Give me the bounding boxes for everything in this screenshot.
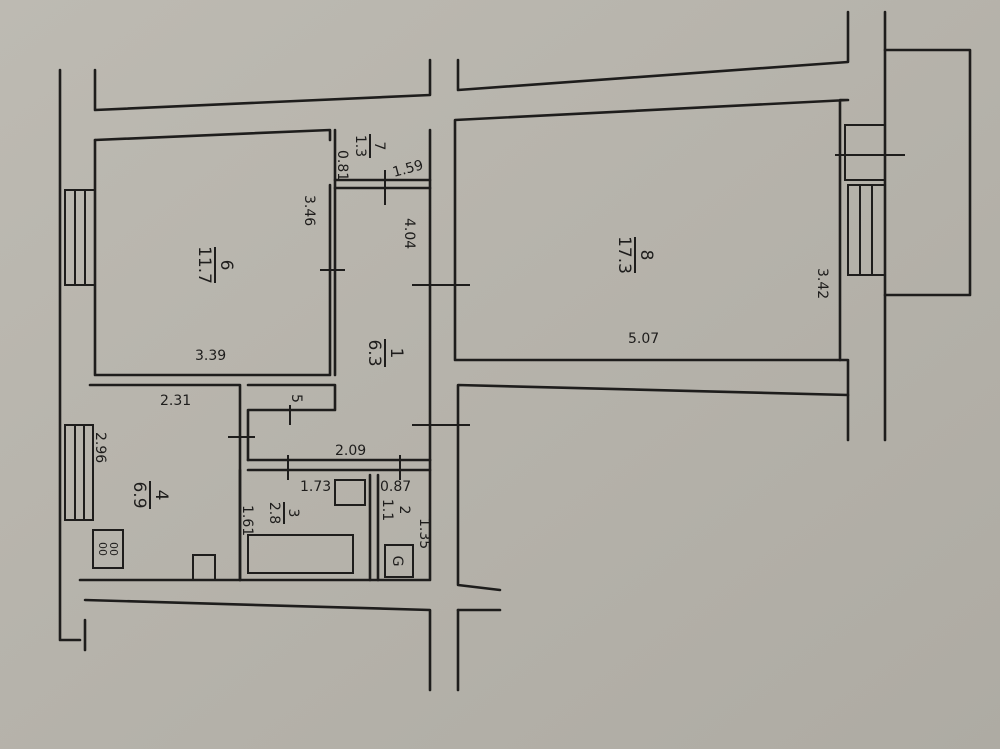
room-number: 4 <box>151 490 171 501</box>
dim-3-42: 3.42 <box>814 268 830 299</box>
windows <box>64 124 886 521</box>
dim-1-61: 1.61 <box>239 505 255 536</box>
bathtub-icon <box>247 534 354 574</box>
dim-1-73: 1.73 <box>300 479 331 495</box>
room-number: 3 <box>285 509 301 518</box>
room-number: 8 <box>636 250 656 261</box>
outer-walls <box>58 10 972 692</box>
room-6-label: 6 11.7 <box>194 246 236 284</box>
dim-1-59: 1.59 <box>391 157 425 181</box>
dimension-labels: 0.81 1.59 3.46 4.04 3.39 5.07 3.42 2.31 … <box>92 150 830 549</box>
stove-label: 00 00 <box>96 542 120 556</box>
room-number: 7 <box>371 142 387 151</box>
dim-5-07: 5.07 <box>628 331 659 347</box>
fixtures: G <box>92 479 414 581</box>
dim-3-46: 3.46 <box>301 195 317 226</box>
sink-icon-kitchen <box>192 554 216 581</box>
room-7-label: 7 1.3 <box>352 134 387 158</box>
dim-2-31: 2.31 <box>160 393 191 409</box>
room-area: 6.3 <box>364 339 384 366</box>
window-room-6 <box>64 189 96 286</box>
room-4-label: 4 6.9 <box>129 481 171 509</box>
stove-label-box: 00 00 <box>93 530 123 568</box>
room-5-number: 5 <box>288 394 304 403</box>
room-2-label: 2 1.1 <box>379 499 412 521</box>
room-number: 1 <box>386 348 406 359</box>
dim-2-96: 2.96 <box>92 432 108 463</box>
dim-0-81: 0.81 <box>334 150 350 181</box>
room-area: 1.1 <box>379 499 395 521</box>
dim-4-04: 4.04 <box>401 218 417 249</box>
dim-3-39: 3.39 <box>195 348 226 364</box>
room-8-label: 8 17.3 <box>614 236 656 274</box>
dim-2-09: 2.09 <box>335 443 366 459</box>
room-number: 6 <box>216 260 236 271</box>
door-marks <box>228 154 905 480</box>
boiler-label: G <box>389 556 405 567</box>
room-area: 17.3 <box>614 236 634 274</box>
room-area: 11.7 <box>194 246 214 284</box>
washbasin-icon <box>334 479 366 506</box>
room-area: 6.9 <box>129 481 149 508</box>
room-labels: 6 11.7 8 17.3 1 6.3 7 1.3 4 6.9 3 2.8 <box>129 134 656 524</box>
window-room-8 <box>847 184 886 276</box>
room-number: 2 <box>396 506 412 515</box>
toilet-icon <box>384 544 414 578</box>
room-area: 1.3 <box>352 135 368 157</box>
room-1-label: 1 6.3 <box>364 339 406 367</box>
dim-1-35: 1.35 <box>416 518 432 549</box>
room-area: 2.8 <box>266 502 282 524</box>
stove-icon <box>92 529 124 569</box>
room-3-label: 3 2.8 <box>266 502 301 524</box>
window-room-4 <box>64 424 94 521</box>
balcony-door <box>844 124 886 181</box>
dim-0-87: 0.87 <box>380 479 411 495</box>
